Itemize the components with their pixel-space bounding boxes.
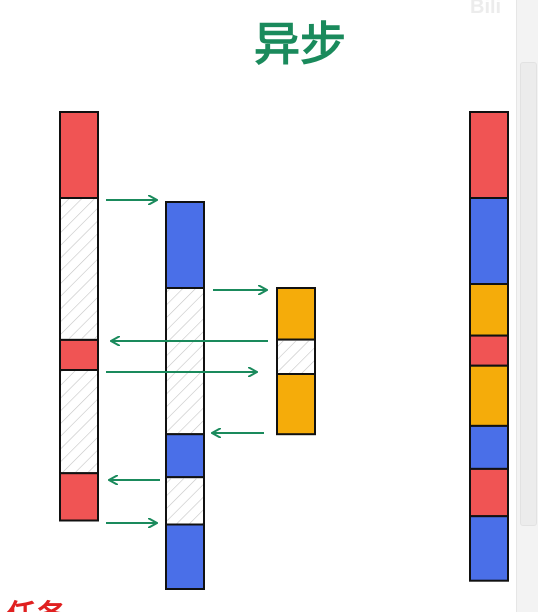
task-c-segment-orange xyxy=(276,287,316,341)
bottom-label: 任务 xyxy=(5,599,66,612)
timeline-segment-blue xyxy=(469,515,509,582)
timeline-segment-orange xyxy=(469,283,509,337)
task-a-wait-hatch xyxy=(61,371,97,473)
timeline-segment-blue xyxy=(469,424,509,470)
timeline-segment-orange xyxy=(469,364,509,427)
watermark: Bili xyxy=(470,0,502,18)
diagram-title: 异步 xyxy=(254,17,346,71)
task-bars xyxy=(59,111,509,590)
task-b-segment-blue xyxy=(165,523,205,590)
task-c-wait-hatch xyxy=(278,340,314,373)
task-a-segment-red xyxy=(59,472,99,522)
vertical-scrollbar[interactable] xyxy=(516,0,538,612)
timeline-segment-red xyxy=(469,467,509,518)
task-a-segment-red xyxy=(59,338,99,371)
task-b-segment-blue xyxy=(165,433,205,479)
task-b-segment-blue xyxy=(165,201,205,289)
task-a-segment-red xyxy=(59,111,99,199)
task-a-wait-hatch xyxy=(61,199,97,339)
task-c-segment-orange xyxy=(276,373,316,436)
timeline-segment-red xyxy=(469,111,509,199)
scrollbar-thumb[interactable] xyxy=(520,62,537,526)
task-arrows xyxy=(106,200,268,523)
timeline-segment-red xyxy=(469,334,509,367)
task-b-wait-hatch xyxy=(167,478,203,524)
task-b-wait-hatch xyxy=(167,289,203,434)
timeline-segment-blue xyxy=(469,197,509,285)
